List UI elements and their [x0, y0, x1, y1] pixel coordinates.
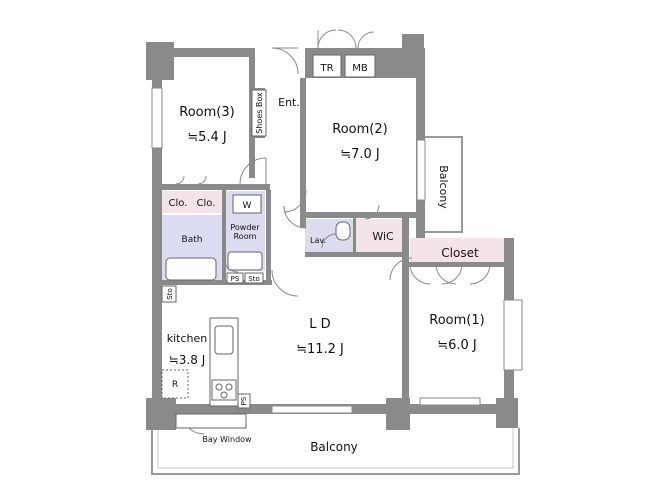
bottom-balcony [151, 428, 520, 475]
sto2-label: Sto [166, 288, 174, 299]
ps1-label: PS [231, 275, 240, 283]
room1-name: Room(1) [429, 313, 484, 328]
room3-name: Room(3) [179, 105, 234, 120]
kitchen-name: kitchen [167, 332, 208, 345]
windows [151, 87, 523, 414]
room2-name: Room(2) [332, 122, 387, 137]
sto1-label: Sto [248, 275, 259, 283]
balcony-side-label: Balcony [437, 165, 450, 209]
tr-label: TR [319, 63, 333, 74]
fridge-label: R [172, 380, 178, 390]
room3-size: ≒5.4 J [187, 130, 227, 145]
side-balcony [420, 136, 463, 233]
clo2-label: Clo. [197, 198, 216, 209]
mb-label: MB [352, 63, 368, 74]
ps2-label: PS [240, 396, 248, 405]
toilet [335, 221, 351, 241]
ld-name: L D [309, 317, 330, 332]
bath-label: Bath [182, 235, 203, 245]
sto-box-2 [161, 285, 177, 303]
ld-size: ≒11.2 J [296, 342, 344, 357]
ent-label: Ent. [278, 96, 300, 109]
bay-window-box [175, 413, 247, 429]
washer-label: W [243, 201, 252, 211]
doors [175, 29, 491, 435]
kitchen-sink [214, 325, 234, 355]
bathtub [165, 257, 217, 281]
ps-box-2 [237, 393, 251, 409]
labels: Room(3) ≒5.4 J Room(2) ≒7.0 J Room(1) ≒6… [166, 63, 485, 454]
closet-label: Closet [441, 246, 479, 260]
closet-fills [162, 191, 504, 264]
washer-box [232, 194, 262, 214]
bay-window-label: Bay Window [202, 435, 252, 444]
shoes-box-label: Shoes Box [255, 92, 264, 134]
ps-box-1 [226, 272, 244, 284]
mb-box [344, 54, 376, 78]
sto-box-1 [244, 272, 264, 284]
room1-size: ≒6.0 J [437, 338, 477, 353]
lav-label: Lav. [310, 236, 326, 245]
wic-label: WiC [372, 230, 394, 243]
tr-box [312, 54, 342, 78]
washbasin [227, 251, 263, 271]
balcony-bottom-label: Balcony [310, 440, 358, 454]
room2-size: ≒7.0 J [340, 147, 380, 162]
kitchen-size: ≒3.8 J [169, 353, 206, 367]
clo1-label: Clo. [169, 198, 188, 209]
fridge-box [161, 369, 189, 399]
fixtures [161, 54, 376, 429]
